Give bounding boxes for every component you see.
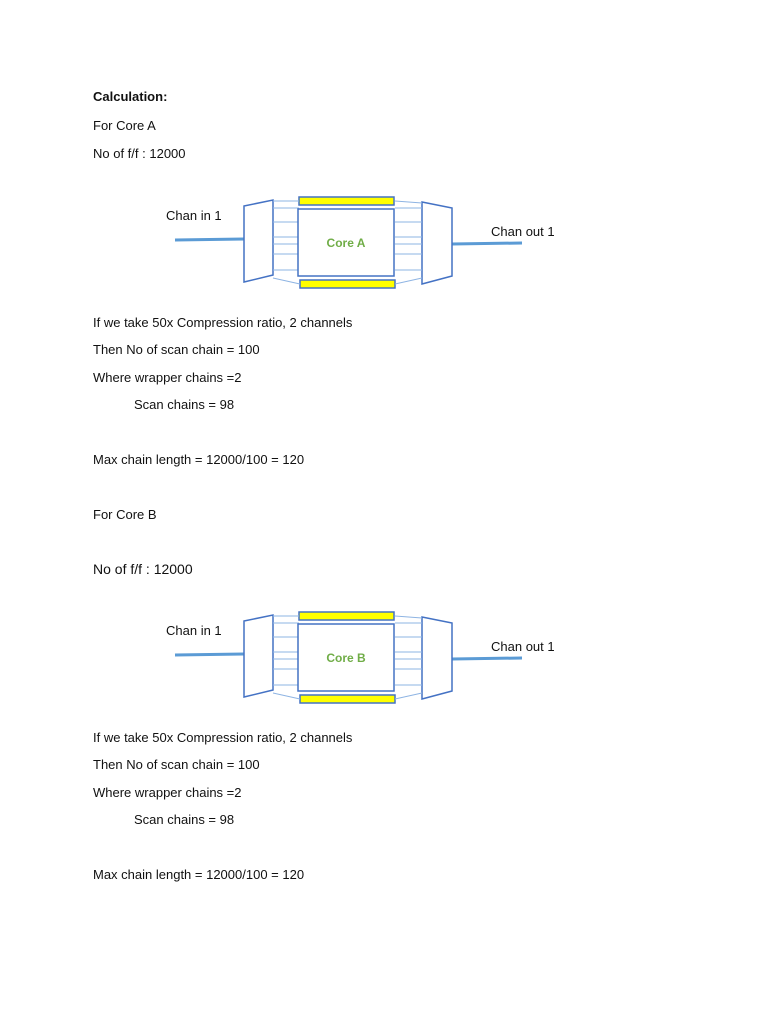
top-wrapper-cell bbox=[298, 196, 395, 206]
compactor bbox=[421, 616, 453, 700]
core-b-box bbox=[297, 623, 395, 692]
chan-in-label: Chan in 1 bbox=[166, 623, 222, 638]
core-a-wrapper-chains: Where wrapper chains =2 bbox=[93, 370, 242, 385]
core-b-title: For Core B bbox=[93, 507, 157, 522]
top-wrapper-cell bbox=[298, 611, 395, 621]
decompressor bbox=[243, 614, 274, 698]
core-b-compression: If we take 50x Compression ratio, 2 chan… bbox=[93, 730, 353, 745]
core-b-max-chain-length: Max chain length = 12000/100 = 120 bbox=[93, 867, 305, 882]
bottom-wrapper-cell bbox=[299, 279, 396, 289]
core-b-diagram: Core B Chan in 1 Chan out 1 bbox=[160, 607, 560, 707]
core-a-compression: If we take 50x Compression ratio, 2 chan… bbox=[93, 315, 353, 330]
document-heading: Calculation: bbox=[93, 89, 168, 104]
scan-lines-right bbox=[395, 622, 422, 686]
chan-in-label: Chan in 1 bbox=[166, 208, 222, 223]
chan-in-wire bbox=[174, 237, 245, 242]
chan-out-label: Chan out 1 bbox=[491, 224, 555, 239]
chan-out-wire bbox=[451, 656, 523, 661]
scan-lines-left bbox=[273, 622, 299, 686]
chan-out-label: Chan out 1 bbox=[491, 639, 555, 654]
core-a-max-chain-length: Max chain length = 12000/100 = 120 bbox=[93, 452, 305, 467]
bottom-wrapper-cell bbox=[299, 694, 396, 704]
core-b-label: Core B bbox=[326, 651, 366, 665]
core-a-scan-chain-total: Then No of scan chain = 100 bbox=[93, 342, 260, 357]
decompressor bbox=[243, 199, 274, 283]
core-b-scan-chains: Scan chains = 98 bbox=[134, 812, 235, 827]
core-a-ff-count: No of f/f : 12000 bbox=[93, 146, 186, 161]
scan-lines-left bbox=[273, 207, 299, 271]
core-a-box bbox=[297, 208, 395, 277]
chan-in-wire bbox=[174, 652, 245, 657]
core-a-label: Core A bbox=[327, 236, 366, 250]
chan-out-wire bbox=[451, 241, 523, 246]
core-b-ff-count: No of f/f : 12000 bbox=[93, 561, 193, 577]
core-a-title: For Core A bbox=[93, 118, 156, 133]
core-b-scan-chain-total: Then No of scan chain = 100 bbox=[93, 757, 260, 772]
core-a-scan-chains: Scan chains = 98 bbox=[134, 397, 235, 412]
core-a-diagram: Core A Chan in 1 Chan out 1 bbox=[160, 192, 560, 292]
scan-lines-right bbox=[395, 207, 422, 271]
compactor bbox=[421, 201, 453, 285]
core-b-wrapper-chains: Where wrapper chains =2 bbox=[93, 785, 242, 800]
